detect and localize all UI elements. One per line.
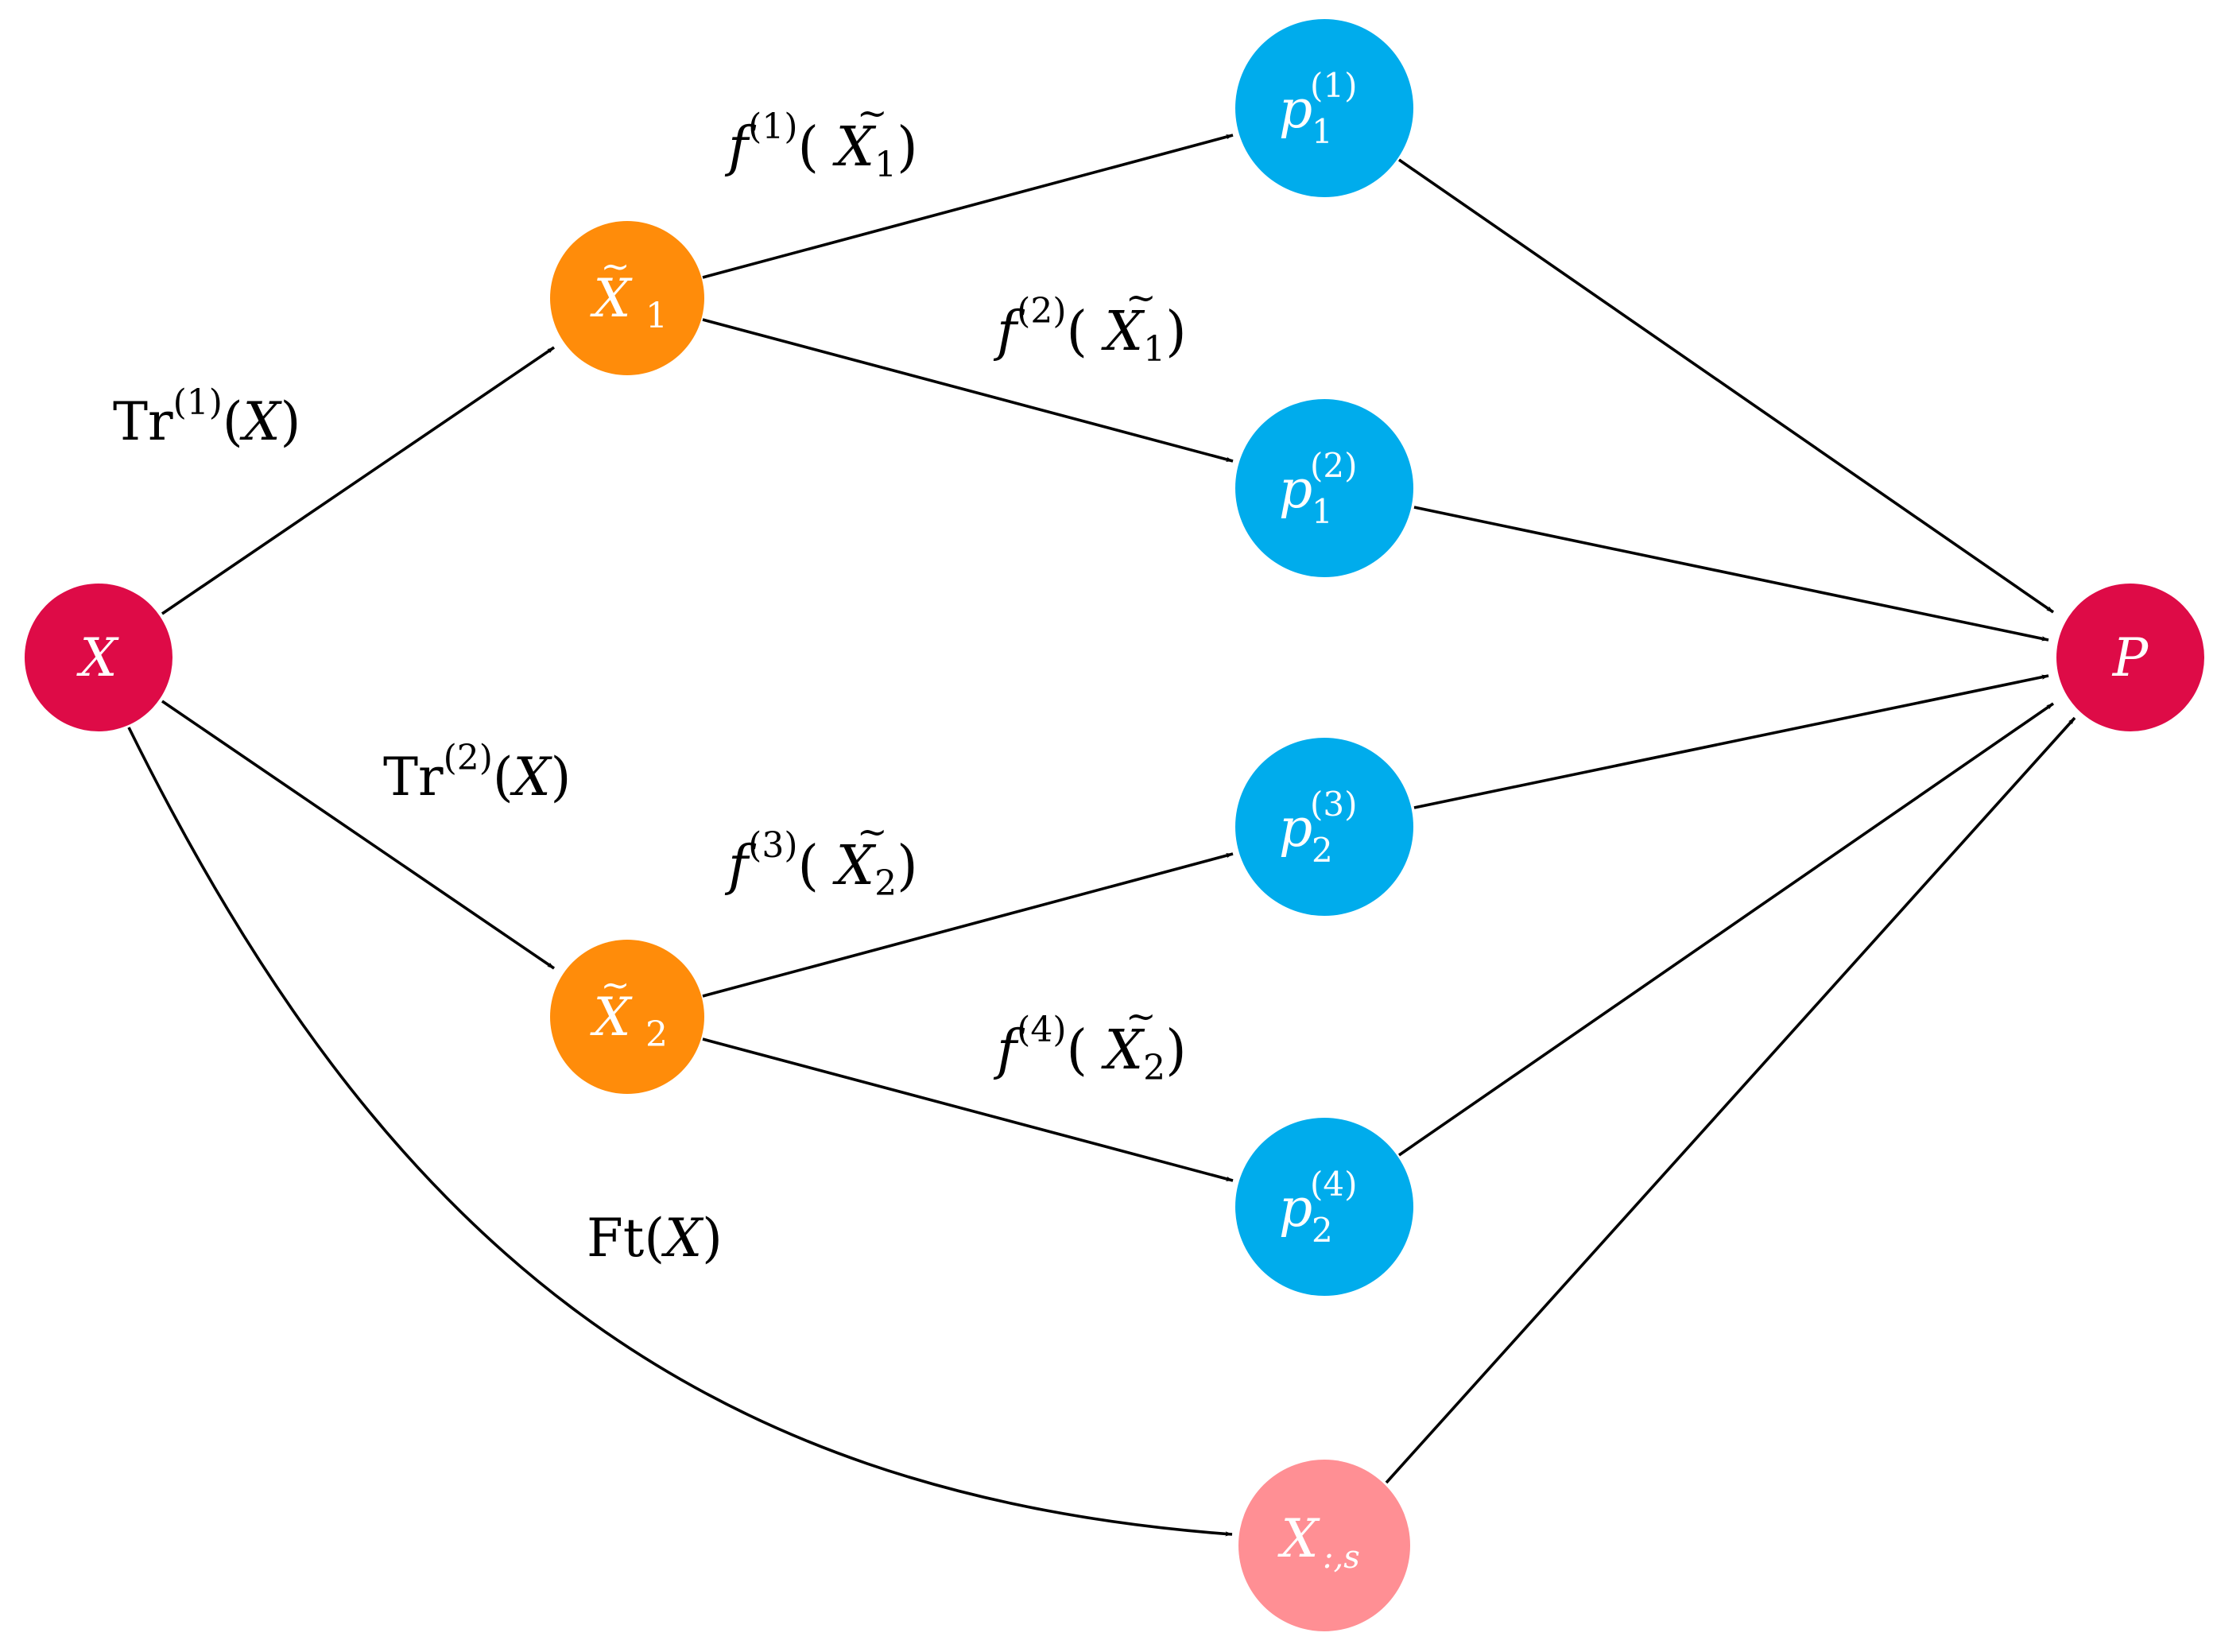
node-prediction-p23: p (3) 2 — [1235, 738, 1413, 916]
edge-x-to-x2 — [161, 700, 556, 970]
edge-label-ft: Ft(X) — [587, 1208, 723, 1269]
tilde-accent: ~ — [1126, 276, 1157, 319]
node-p11-subscript: 1 — [1312, 112, 1333, 151]
node-prediction-p11: p (1) 1 — [1235, 19, 1413, 197]
edge-label-f1: f(1)( X1) ~ — [724, 91, 918, 185]
node-p23-superscript: (3) — [1310, 785, 1358, 824]
svg-text:f(2)( X1): f(2)( X1) — [993, 291, 1187, 370]
edge-label-f4: f(4)( X2) ~ — [993, 995, 1187, 1088]
node-output-p: P — [2056, 584, 2204, 731]
node-p-label: P — [2112, 627, 2149, 688]
node-transformed-x1: X 1 ~ — [550, 221, 704, 375]
node-feature-xs: X :,s — [1238, 1460, 1410, 1631]
edge-label-tr1: Tr(1)(X) — [113, 382, 300, 452]
tilde-accent: ~ — [1126, 995, 1157, 1037]
edge-p12-to-p — [1413, 506, 2049, 642]
node-x2-subscript: 2 — [645, 1014, 668, 1055]
edge-x-to-x1 — [161, 346, 556, 615]
node-x-label: X — [76, 627, 120, 688]
node-p24-superscript: (4) — [1310, 1165, 1358, 1204]
edge-x2-to-p24 — [702, 1037, 1234, 1182]
edge-xs-to-p — [1385, 716, 2076, 1484]
svg-text:f(4)( X2): f(4)( X2) — [993, 1010, 1187, 1088]
tilde-accent: ~ — [601, 246, 630, 287]
edge-p11-to-p — [1397, 158, 2055, 614]
tilde-accent: ~ — [857, 810, 888, 853]
node-p24-label: p — [1279, 1177, 1312, 1239]
node-xs-subscript: :,s — [1323, 1539, 1360, 1576]
edge-label-f2: f(2)( X1) ~ — [993, 276, 1187, 370]
tilde-accent: ~ — [601, 965, 630, 1006]
node-xs-label: X — [1277, 1508, 1321, 1569]
edge-p23-to-p — [1413, 674, 2049, 809]
svg-text:f(1)( X1): f(1)( X1) — [724, 107, 918, 185]
node-transformed-x2: X 2 ~ — [550, 940, 704, 1094]
edges — [127, 134, 2076, 1537]
edge-x2-to-p23 — [702, 852, 1234, 998]
edge-p24-to-p — [1397, 702, 2055, 1157]
node-p24-subscript: 2 — [1312, 1211, 1333, 1250]
edge-x1-to-p11 — [702, 134, 1234, 279]
node-p12-subscript: 1 — [1312, 492, 1333, 531]
node-x1-label: X — [590, 268, 634, 329]
edge-x-to-xs — [127, 727, 1233, 1537]
node-p23-label: p — [1279, 797, 1312, 859]
node-p12-superscript: (2) — [1310, 446, 1358, 485]
node-p11-label: p — [1279, 79, 1312, 140]
edge-x1-to-p12 — [702, 318, 1234, 463]
svg-text:f(3)( X2): f(3)( X2) — [724, 825, 918, 904]
node-p23-subscript: 2 — [1312, 831, 1333, 870]
edge-label-tr2: Tr(2)(X) — [383, 738, 571, 808]
node-x2-label: X — [590, 987, 634, 1048]
tilde-accent: ~ — [857, 91, 888, 134]
node-prediction-p24: p (4) 2 — [1235, 1118, 1413, 1296]
node-input-x: X — [25, 584, 172, 731]
node-p11-superscript: (1) — [1310, 66, 1358, 105]
edge-label-f3: f(3)( X2) ~ — [724, 810, 918, 904]
node-p12-label: p — [1279, 459, 1312, 520]
node-prediction-p12: p (2) 1 — [1235, 399, 1413, 577]
nodes: X X 1 ~ X 2 ~ p (1) 1 p (2) 1 — [25, 19, 2204, 1631]
node-x1-subscript: 1 — [645, 296, 668, 336]
